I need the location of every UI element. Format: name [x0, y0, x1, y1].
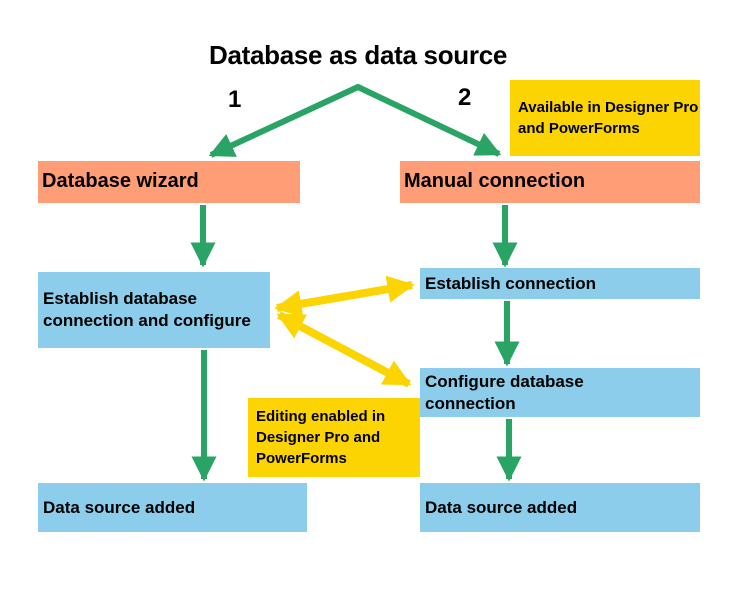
- diagram-title: Database as data source: [208, 40, 508, 70]
- node-configure-database-connection: Configure database connection: [420, 368, 700, 417]
- node-data-source-added-left: Data source added: [38, 483, 307, 532]
- note-available-in-designer-pro: Available in Designer Pro and PowerForms: [510, 80, 700, 156]
- branch-number-2: 2: [458, 84, 472, 111]
- arrow-sync-establish-connection: [274, 275, 415, 318]
- branch-number-1: 1: [228, 86, 242, 113]
- node-data-source-added-right: Data source added: [420, 483, 700, 532]
- note-editing-enabled: Editing enabled in Designer Pro and Powe…: [248, 398, 420, 477]
- arrow-sync-configure-connection: [276, 311, 412, 388]
- arrow-split-to-branches: [208, 83, 502, 158]
- node-establish-database-connection-configure: Establish database connection and config…: [38, 272, 270, 348]
- node-database-wizard: Database wizard: [38, 161, 300, 203]
- node-establish-connection: Establish connection: [420, 268, 700, 299]
- node-manual-connection: Manual connection: [400, 161, 700, 203]
